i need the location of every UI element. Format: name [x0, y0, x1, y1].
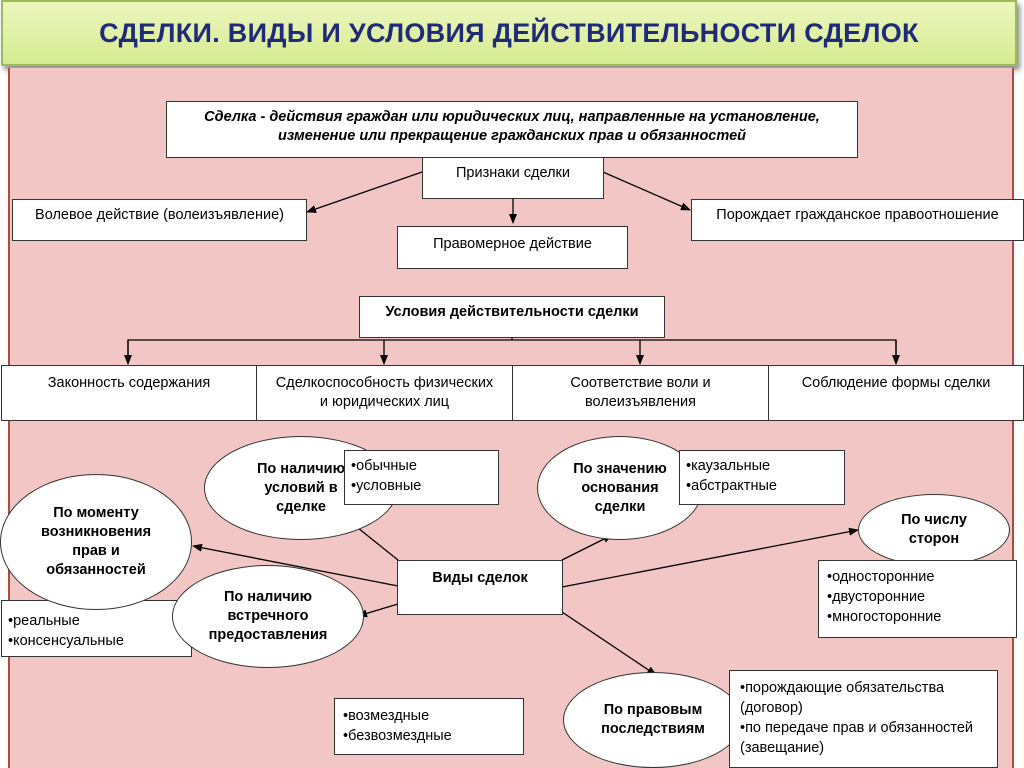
types-center: Виды сделок	[432, 570, 528, 586]
definition-box: Сделка - действия граждан или юридически…	[166, 101, 858, 158]
option-item: безвозмездные	[343, 726, 515, 746]
condition-content: Законность содержания	[47, 375, 211, 391]
type-by-counter-label: По наличию встречного предоставления	[208, 589, 328, 643]
sign-relationship: Порождает гражданское правоотношение	[716, 207, 999, 223]
type-by-moment-label: По моменту возникновения прав и обязанно…	[40, 505, 152, 578]
sign-volitional-box: Волевое действие (волеизъявление)	[12, 199, 307, 241]
type-by-basis-label: По значению основания сделки	[573, 460, 667, 515]
option-item: каузальные	[686, 456, 838, 476]
option-item: по передаче прав и обязанностей (завещан…	[740, 718, 987, 758]
condition-will-box: Соответствие воли и волеизъявления	[512, 365, 769, 421]
definition-text: Сделка - действия граждан или юридически…	[204, 109, 820, 144]
sign-lawful: Правомерное действие	[433, 236, 592, 252]
type-by-consequences-options: порождающие обязательства (договор) по п…	[729, 670, 998, 768]
condition-will: Соответствие воли и волеизъявления	[570, 375, 711, 410]
option-item: обычные	[351, 456, 492, 476]
type-by-basis-ellipse: По значению основания сделки	[537, 436, 703, 540]
option-item: условные	[351, 476, 492, 496]
option-item: многосторонние	[827, 607, 1008, 627]
conditions-header-box: Условия действительности сделки	[359, 296, 665, 338]
option-item: двусторонние	[827, 587, 1008, 607]
option-item: консенсуальные	[8, 631, 183, 651]
option-item: реальные	[8, 611, 183, 631]
signs-header: Признаки сделки	[456, 165, 570, 181]
condition-capacity-box: Сделкоспособность физических и юридическ…	[256, 365, 513, 421]
condition-content-box: Законность содержания	[1, 365, 257, 421]
type-by-parties-options: односторонние двусторонние многосторонни…	[818, 560, 1017, 638]
sign-volitional: Волевое действие (волеизъявление)	[35, 207, 284, 223]
option-item: односторонние	[827, 567, 1008, 587]
option-item: абстрактные	[686, 476, 838, 496]
types-center-box: Виды сделок	[397, 560, 563, 615]
type-by-parties-ellipse: По числу сторон	[858, 494, 1010, 566]
sign-lawful-box: Правомерное действие	[397, 226, 628, 269]
condition-form: Соблюдение формы сделки	[801, 375, 991, 391]
type-by-moment-ellipse: По моменту возникновения прав и обязанно…	[0, 474, 192, 610]
page-title: СДЕЛКИ. ВИДЫ И УСЛОВИЯ ДЕЙСТВИТЕЛЬНОСТИ …	[99, 17, 919, 48]
sign-relationship-box: Порождает гражданское правоотношение	[691, 199, 1024, 241]
condition-form-box: Соблюдение формы сделки	[768, 365, 1024, 421]
type-by-counter-options: возмездные безвозмездные	[334, 698, 524, 755]
type-by-moment-options: реальные консенсуальные	[1, 600, 192, 657]
type-by-consequences-label: По правовым последствиям	[601, 702, 705, 737]
type-by-consequences-ellipse: По правовым последствиям	[563, 672, 743, 768]
type-by-counter-ellipse: По наличию встречного предоставления	[172, 565, 364, 668]
type-by-basis-options: каузальные абстрактные	[679, 450, 845, 505]
option-item: возмездные	[343, 706, 515, 726]
type-by-parties-label: По числу сторон	[901, 512, 967, 547]
type-by-conditions-options: обычные условные	[344, 450, 499, 505]
condition-capacity: Сделкоспособность физических и юридическ…	[275, 375, 494, 410]
signs-header-box: Признаки сделки	[422, 157, 604, 199]
type-by-conditions-label: По наличию условий в сделке	[257, 460, 345, 515]
conditions-header: Условия действительности сделки	[385, 304, 639, 320]
option-item: порождающие обязательства (договор)	[740, 678, 987, 718]
title-bar: СДЕЛКИ. ВИДЫ И УСЛОВИЯ ДЕЙСТВИТЕЛЬНОСТИ …	[1, 0, 1017, 66]
